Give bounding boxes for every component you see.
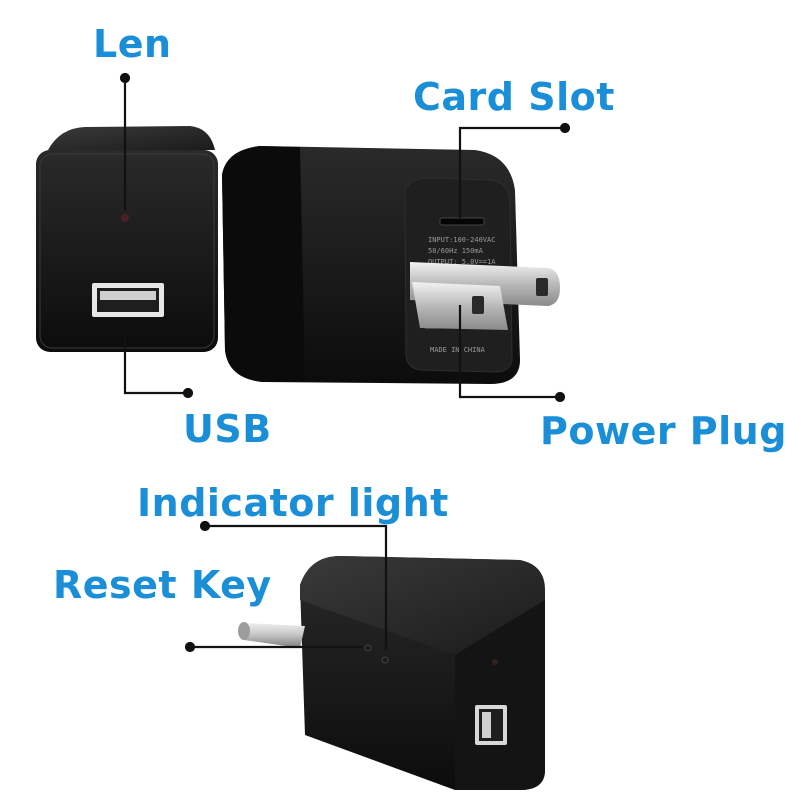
power-plug-pins: [410, 262, 560, 330]
card-slot: [439, 217, 485, 226]
print-origin: MADE IN CHINA: [430, 346, 486, 354]
print-freq: 50/60Hz 150mA: [428, 247, 484, 255]
label-usb: USB: [183, 407, 272, 451]
label-power-plug: Power Plug: [540, 409, 787, 453]
leader-usb: [123, 330, 194, 399]
label-reset-key: Reset Key: [53, 563, 272, 607]
eu-plug-pin: [238, 622, 305, 648]
label-indicator-light: Indicator light: [137, 481, 449, 525]
device-eu-view: [238, 556, 545, 790]
lens-dot: [121, 214, 129, 222]
leader-len: [119, 72, 131, 210]
label-card-slot: Card Slot: [413, 75, 615, 119]
leader-indicator: [199, 520, 388, 650]
usb-port-2: [475, 705, 507, 745]
device-front-view: [36, 126, 218, 352]
leader-reset: [184, 641, 362, 653]
indicator-dot: [381, 656, 389, 664]
leader-lines: [119, 72, 571, 653]
print-input: INPUT:100-240VAC: [428, 236, 495, 244]
reset-hole: [364, 644, 372, 652]
print-output: OUTPUT: 5.0V==1A: [428, 258, 496, 266]
leader-power-plug: [458, 305, 566, 403]
lens-dot-2: [492, 659, 498, 665]
usb-port: [92, 283, 164, 317]
device-side-view: INPUT:100-240VAC 50/60Hz 150mA OUTPUT: 5…: [222, 146, 560, 384]
leader-card-slot: [458, 122, 571, 218]
label-len: Len: [93, 22, 172, 66]
